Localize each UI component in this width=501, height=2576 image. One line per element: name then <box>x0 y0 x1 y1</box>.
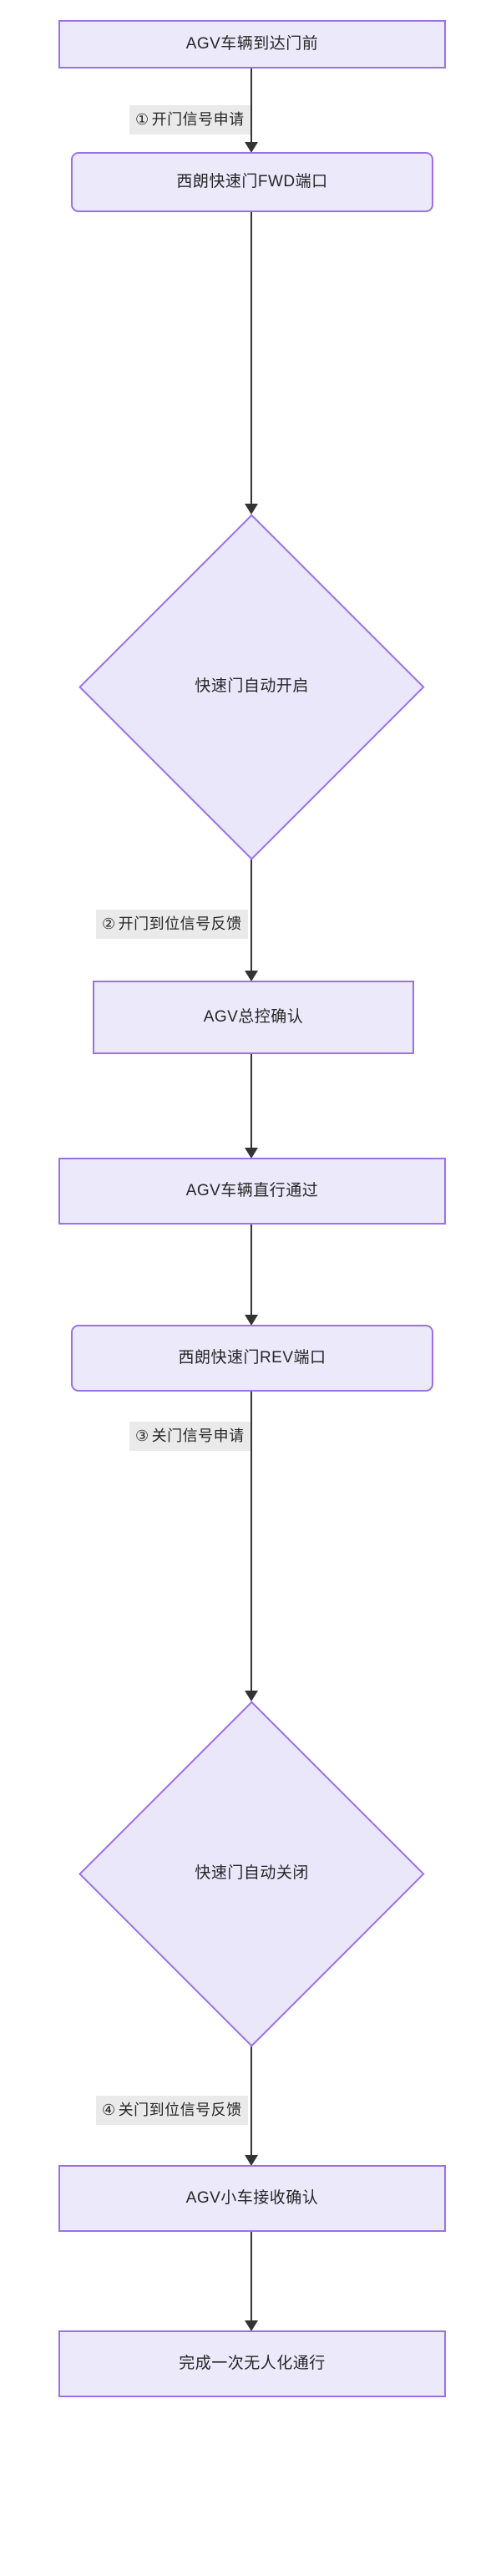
node-n5[interactable]: AGV车辆直行通过 <box>58 1158 446 1225</box>
edge-marker: ③ <box>135 1427 149 1444</box>
edge-arrow-5 <box>245 1691 258 1701</box>
node-label: AGV总控确认 <box>203 1008 304 1027</box>
edge-arrow-6 <box>245 2155 258 2166</box>
edge-arrow-1 <box>245 504 258 515</box>
node-label: AGV车辆到达门前 <box>185 35 319 53</box>
edge-arrow-3 <box>245 1148 258 1159</box>
edge-line-4 <box>250 1225 252 1316</box>
node-n9[interactable]: 完成一次无人化通行 <box>58 2330 446 2397</box>
edge-marker: ② <box>102 915 116 932</box>
node-n6[interactable]: 西朗快速门REV端口 <box>71 1325 433 1392</box>
node-n1[interactable]: AGV车辆到达门前 <box>58 20 446 68</box>
edge-text: 开门到位信号反馈 <box>118 915 242 932</box>
edge-line-3 <box>250 1054 252 1149</box>
edge-line-0 <box>250 68 252 143</box>
edge-line-6 <box>250 2046 252 2156</box>
edge-text: 关门信号申请 <box>151 1427 245 1444</box>
node-n3[interactable]: 快速门自动开启 <box>78 513 424 860</box>
edge-text: 开门信号申请 <box>151 111 245 128</box>
edge-marker: ① <box>135 111 149 128</box>
edge-line-2 <box>250 860 252 971</box>
edge-marker: ④ <box>102 2102 116 2118</box>
edge-arrow-7 <box>245 2320 258 2331</box>
node-label: 完成一次无人化通行 <box>179 2355 326 2373</box>
edge-text: 关门到位信号反馈 <box>118 2102 242 2118</box>
node-label: AGV小车接收确认 <box>185 2189 319 2208</box>
edge-arrow-0 <box>245 142 258 153</box>
edge-line-1 <box>250 212 252 505</box>
node-n8[interactable]: AGV小车接收确认 <box>58 2165 446 2232</box>
node-label: 快速门自动开启 <box>194 677 309 696</box>
node-n4[interactable]: AGV总控确认 <box>93 981 414 1054</box>
node-n7[interactable]: 快速门自动关闭 <box>78 1700 424 2046</box>
edge-line-5 <box>250 1392 252 1691</box>
node-label: 西朗快速门FWD端口 <box>176 173 328 191</box>
node-label: 西朗快速门REV端口 <box>178 1349 326 1367</box>
edge-arrow-4 <box>245 1315 258 1326</box>
node-label: 快速门自动关闭 <box>194 1864 309 1883</box>
edge-line-7 <box>250 2232 252 2321</box>
node-label: AGV车辆直行通过 <box>185 1182 319 1200</box>
node-n2[interactable]: 西朗快速门FWD端口 <box>71 152 433 212</box>
edge-arrow-2 <box>245 971 258 981</box>
